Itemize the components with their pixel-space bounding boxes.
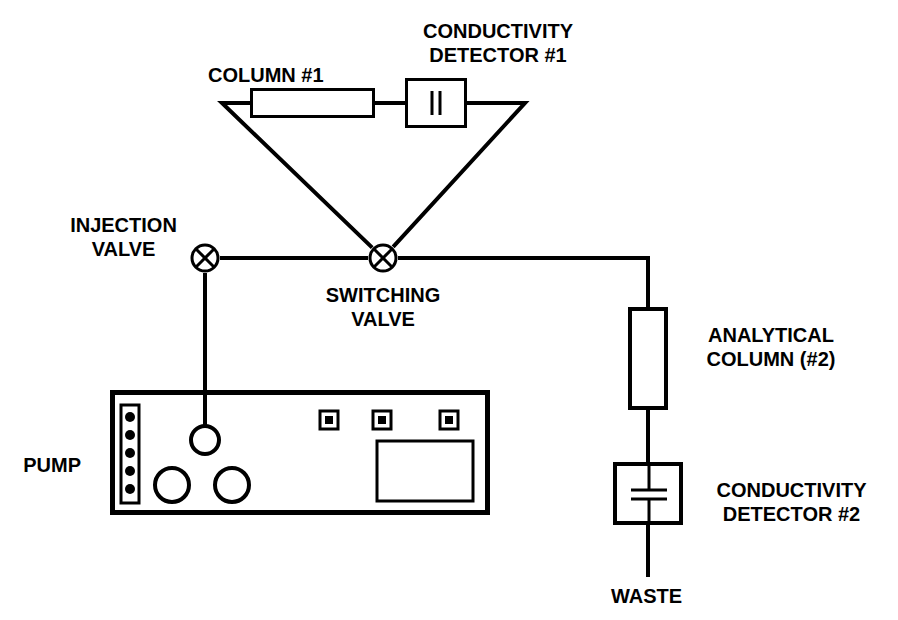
detector-cell-symbol [617, 466, 679, 521]
electrode-plate [431, 91, 434, 115]
electrode-lead [648, 499, 651, 521]
pump-head [155, 468, 189, 502]
analytical-column-box: ANALYTICAL COLUMN (#2) [628, 307, 668, 410]
valve-circle [370, 245, 396, 271]
control-button-mark [378, 416, 386, 424]
pump-front-panel [115, 395, 485, 510]
indicator-dot [125, 466, 135, 476]
detector-box: CONDUCTIVITY DETECTOR #2 [613, 462, 683, 525]
valve-symbol [368, 243, 398, 273]
indicator-strip [121, 405, 139, 503]
flow-line-path [203, 273, 207, 390]
control-button [320, 411, 338, 429]
display-screen [377, 441, 473, 501]
pump-box: PUMP [110, 390, 490, 515]
component-label: SWITCHING VALVE [308, 283, 458, 331]
component-label: INJECTION VALVE [61, 213, 186, 261]
component-label: CONDUCTIVITY DETECTOR #1 [398, 19, 598, 67]
component-label: COLUMN #1 [208, 63, 324, 87]
indicator-dot [125, 448, 135, 458]
guard-column-box: COLUMN #1 [250, 88, 375, 118]
valve-cross [196, 249, 214, 267]
valve-cross [374, 249, 392, 267]
flow-line-path [375, 101, 405, 105]
valve-node: INJECTION VALVE [190, 243, 220, 273]
electrode-lead [648, 466, 651, 490]
valve-symbol [190, 243, 220, 273]
flow-line [220, 258, 368, 259]
electrode-plate [439, 91, 442, 115]
flow-line [205, 273, 206, 390]
indicator-dot [125, 430, 135, 440]
indicator-dot [125, 484, 135, 494]
valve-circle [192, 245, 218, 271]
control-button [440, 411, 458, 429]
component-label: CONDUCTIVITY DETECTOR #2 [699, 478, 884, 526]
pump-head [191, 426, 219, 454]
flow-line-path [222, 103, 372, 248]
flow-line-path [220, 256, 368, 260]
control-button-mark [325, 416, 333, 424]
component-label: ANALYTICAL COLUMN (#2) [686, 323, 856, 371]
component-label: PUMP [23, 453, 81, 477]
outlet-label: WASTE [611, 584, 682, 608]
pump-outlet-line [203, 395, 207, 425]
valve-cross [374, 249, 392, 267]
waste-line [646, 525, 650, 577]
flow-line [375, 103, 405, 104]
valve-cross [196, 249, 214, 267]
pump-head [215, 468, 249, 502]
indicator-dot [125, 412, 135, 422]
flow-line [648, 410, 649, 462]
valve-node: SWITCHING VALVE [368, 243, 398, 273]
control-button-mark [445, 416, 453, 424]
detector-box: CONDUCTIVITY DETECTOR #1 [405, 78, 467, 128]
control-button [373, 411, 391, 429]
flow-line [222, 103, 372, 248]
detector-cell-symbol [408, 81, 464, 125]
flow-line-path [646, 410, 650, 462]
